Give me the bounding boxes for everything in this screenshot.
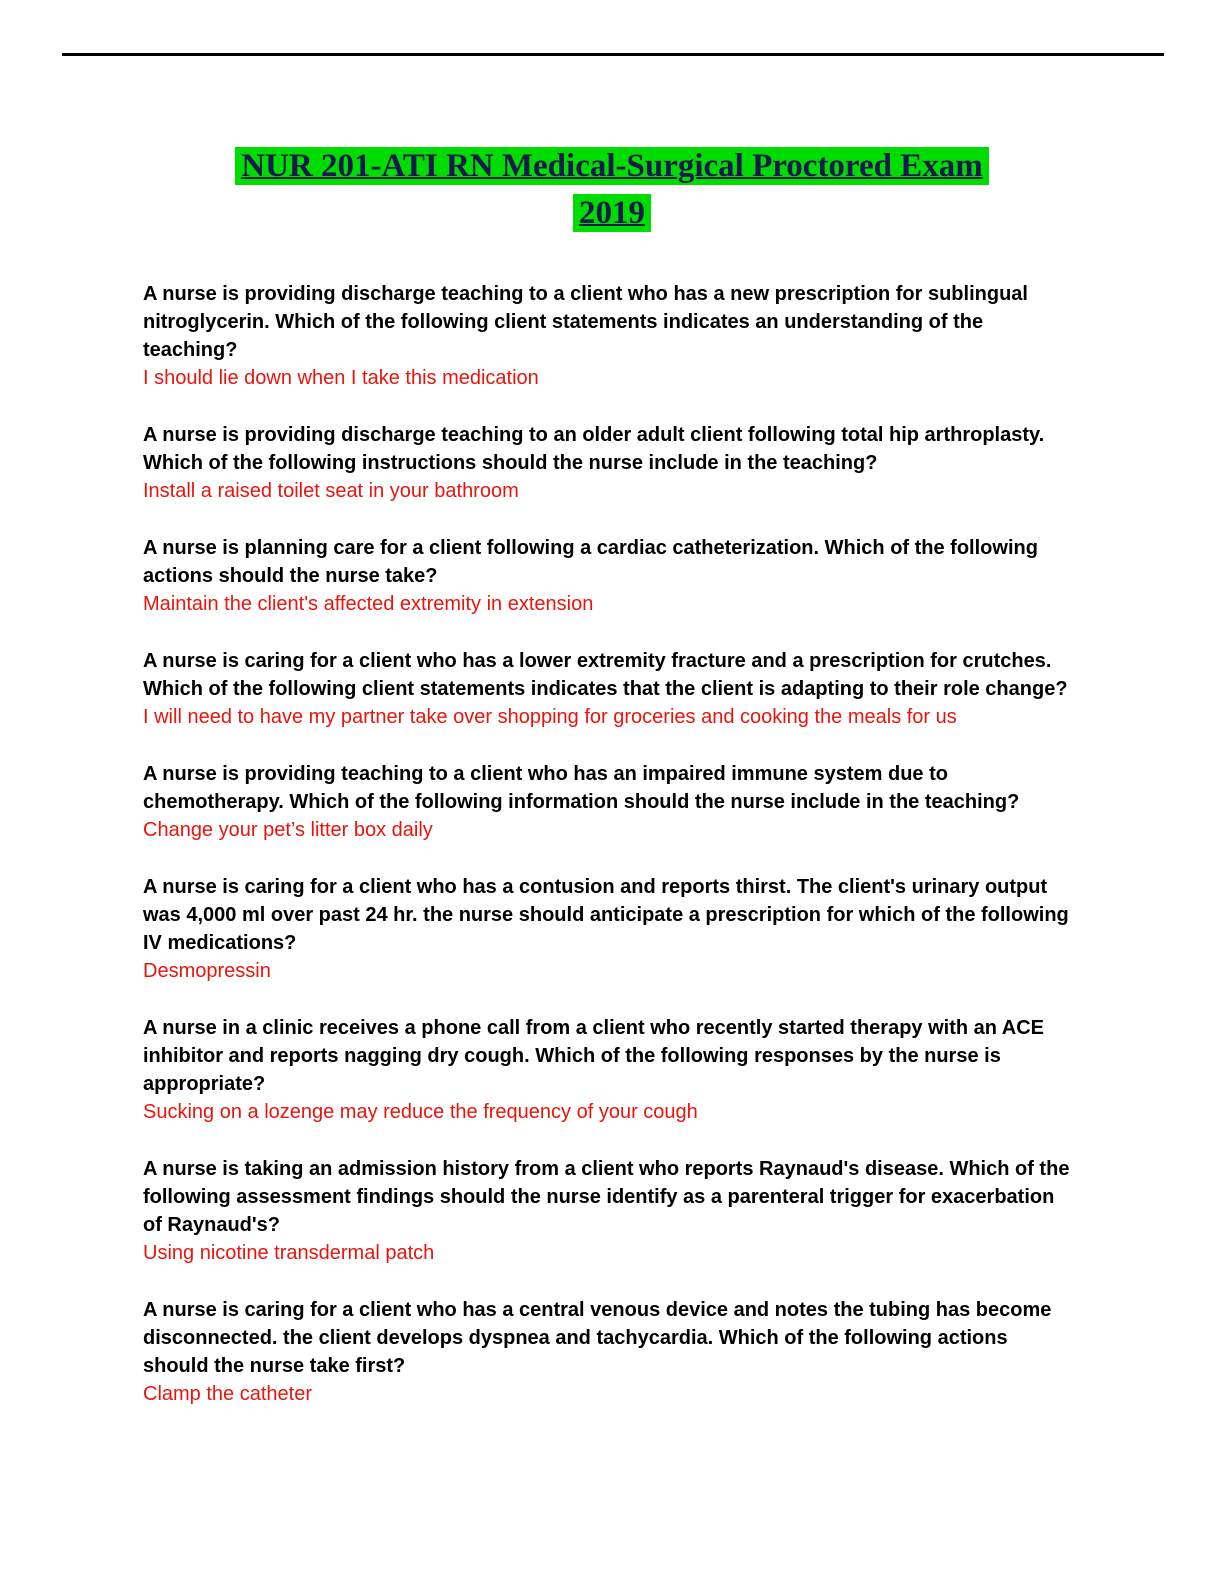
answer-text: Clamp the catheter xyxy=(143,1383,312,1405)
answer-text: Maintain the client's affected extremity… xyxy=(143,593,594,615)
answer-text: I will need to have my partner take over… xyxy=(143,706,957,728)
question-text: A nurse in a clinic receives a phone cal… xyxy=(143,1017,1045,1095)
qa-item: A nurse is taking an admission history f… xyxy=(143,1155,1078,1267)
qa-list: A nurse is providing discharge teaching … xyxy=(143,280,1078,1437)
question-text: A nurse is providing discharge teaching … xyxy=(143,424,1045,474)
page-title-line1: NUR 201-ATI RN Medical-Surgical Proctore… xyxy=(235,147,989,185)
qa-item: A nurse is providing discharge teaching … xyxy=(143,421,1078,505)
question-text: A nurse is caring for a client who has a… xyxy=(143,650,1068,700)
qa-item: A nurse is providing discharge teaching … xyxy=(143,280,1078,392)
page-title: NUR 201-ATI RN Medical-Surgical Proctore… xyxy=(0,143,1224,237)
answer-text: Change your pet’s litter box daily xyxy=(143,819,433,841)
qa-item: A nurse is providing teaching to a clien… xyxy=(143,760,1078,844)
question-text: A nurse is providing discharge teaching … xyxy=(143,283,1028,361)
question-text: A nurse is taking an admission history f… xyxy=(143,1158,1070,1236)
answer-text: Desmopressin xyxy=(143,960,271,982)
answer-text: Using nicotine transdermal patch xyxy=(143,1242,435,1264)
qa-item: A nurse is planning care for a client fo… xyxy=(143,534,1078,618)
page-title-line2: 2019 xyxy=(573,194,651,232)
qa-item: A nurse is caring for a client who has a… xyxy=(143,1296,1078,1408)
qa-item: A nurse is caring for a client who has a… xyxy=(143,647,1078,731)
horizontal-rule xyxy=(62,53,1164,56)
question-text: A nurse is providing teaching to a clien… xyxy=(143,763,1020,813)
answer-text: I should lie down when I take this medic… xyxy=(143,367,539,389)
qa-item: A nurse is caring for a client who has a… xyxy=(143,873,1078,985)
question-text: A nurse is planning care for a client fo… xyxy=(143,537,1038,587)
question-text: A nurse is caring for a client who has a… xyxy=(143,876,1069,954)
qa-item: A nurse in a clinic receives a phone cal… xyxy=(143,1014,1078,1126)
answer-text: Sucking on a lozenge may reduce the freq… xyxy=(143,1101,698,1123)
answer-text: Install a raised toilet seat in your bat… xyxy=(143,480,519,502)
question-text: A nurse is caring for a client who has a… xyxy=(143,1299,1052,1377)
